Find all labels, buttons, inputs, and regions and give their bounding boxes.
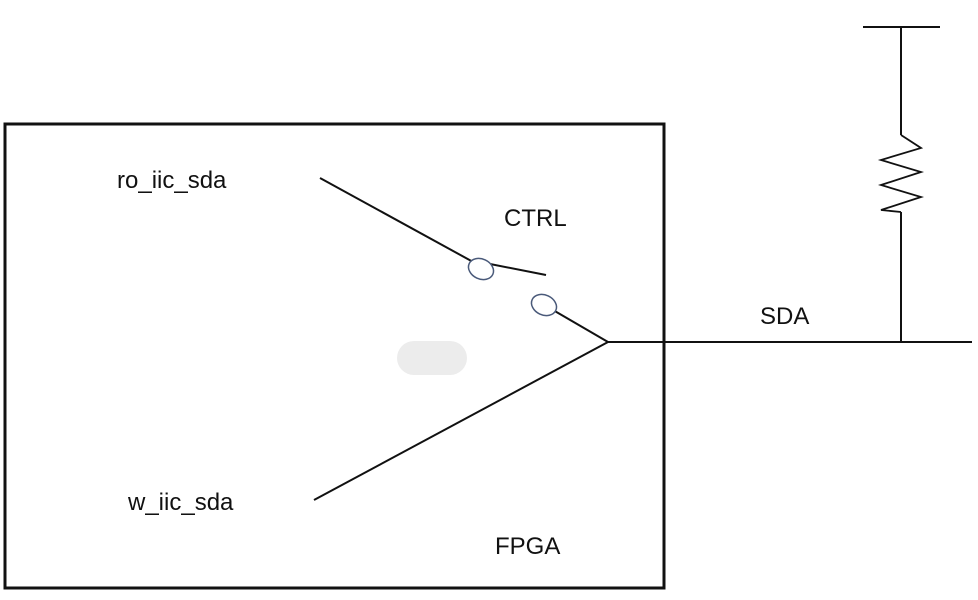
switch-contact-icon xyxy=(467,257,495,281)
w-iic-sda-wire xyxy=(313,341,609,501)
label-ctrl: CTRL xyxy=(504,205,567,232)
label-sda: SDA xyxy=(760,303,809,330)
switch-to-junction-wire xyxy=(552,309,609,343)
resistor-icon xyxy=(877,134,925,213)
label-w-iic-sda: w_iic_sda xyxy=(127,489,234,516)
label-ro-iic-sda: ro_iic_sda xyxy=(117,167,227,194)
blank-oval xyxy=(397,341,467,375)
switch-contact-icon xyxy=(530,293,558,317)
ro-iic-sda-wire xyxy=(319,177,476,264)
label-fpga: FPGA xyxy=(495,533,560,560)
fpga-block xyxy=(3,122,666,590)
